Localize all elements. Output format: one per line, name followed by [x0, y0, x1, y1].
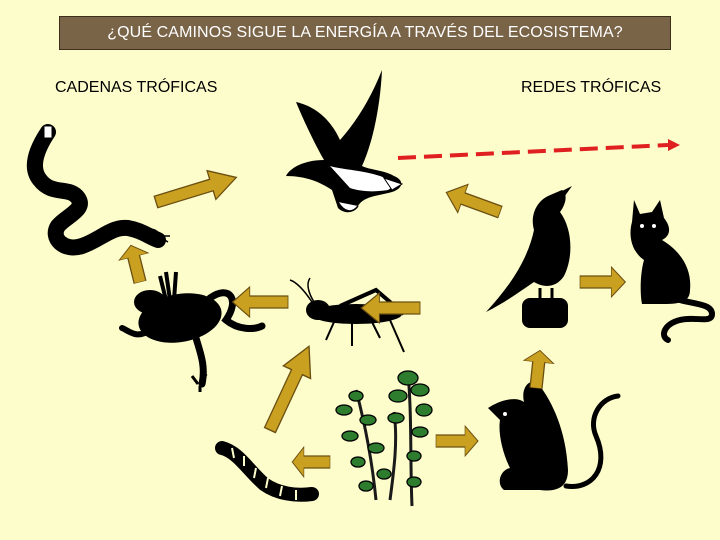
snake-icon [26, 124, 170, 256]
eagle-icon [286, 70, 404, 213]
food-chains-label: CADENAS TRÓFICAS [55, 79, 218, 96]
arrow-bird-to-cat [579, 266, 627, 298]
frog-icon [119, 271, 266, 392]
mouse-icon [488, 381, 621, 491]
plant-icon [335, 370, 433, 507]
grasshopper-icon [289, 277, 406, 353]
slide-title: ¿QUÉ CAMINOS SIGUE LA ENERGÍA A TRAVÉS D… [107, 24, 623, 41]
caterpillar-icon [215, 441, 319, 502]
dashed-red-arrow [397, 139, 680, 160]
arrow-caterpillar-to-grasshopper [255, 339, 324, 438]
arrow-plant-to-caterpillar [291, 446, 331, 478]
arrow-frog-to-snake [115, 241, 156, 287]
bird-icon [486, 186, 572, 328]
arrow-grasshopper-to-frog [231, 286, 289, 318]
food-webs-label: REDES TRÓFICAS [521, 79, 662, 96]
arrow-snake-to-eagle [150, 162, 242, 217]
cat-icon [630, 200, 716, 343]
arrow-bird-to-eagle [440, 177, 506, 227]
title-bar: ¿QUÉ CAMINOS SIGUE LA ENERGÍA A TRAVÉS D… [59, 16, 671, 50]
arrow-mouse-to-bird [520, 348, 556, 391]
arrow-plant-to-mouse [435, 425, 479, 457]
